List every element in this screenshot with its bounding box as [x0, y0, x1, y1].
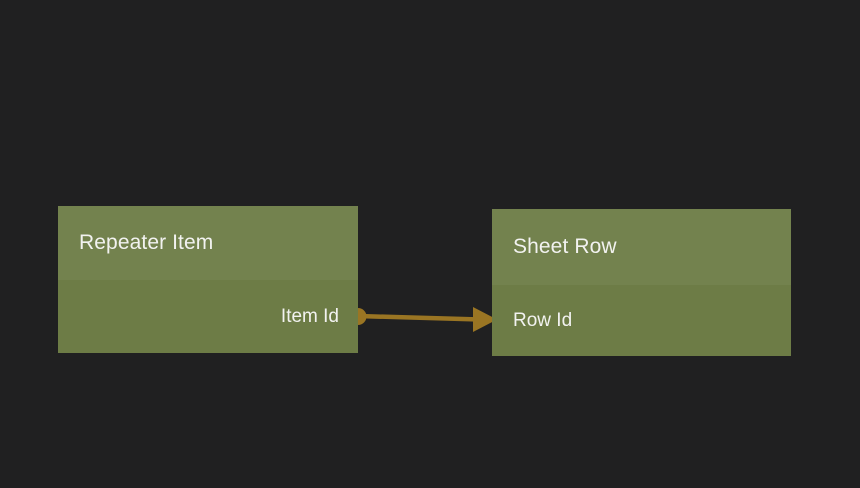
node-sheet-row-header: Sheet Row [492, 209, 791, 285]
node-sheet-row-title: Sheet Row [513, 235, 617, 258]
field-label-item-id: Item Id [280, 305, 339, 327]
edge-line [357, 313, 481, 322]
node-sheet-row-body: Row Id [492, 285, 791, 356]
node-repeater-item-body: Item Id [58, 280, 358, 353]
node-sheet-row[interactable]: Sheet Row Row Id [492, 209, 791, 356]
field-row-row-id[interactable]: Row Id [492, 285, 791, 356]
field-label-row-id: Row Id [513, 309, 573, 331]
node-repeater-item-title: Repeater Item [79, 231, 214, 254]
node-repeater-item[interactable]: Repeater Item Item Id [58, 206, 358, 353]
node-repeater-item-header: Repeater Item [58, 206, 358, 280]
field-row-item-id[interactable]: Item Id [58, 280, 358, 353]
edge-item-id-to-row-id[interactable] [349, 307, 498, 332]
